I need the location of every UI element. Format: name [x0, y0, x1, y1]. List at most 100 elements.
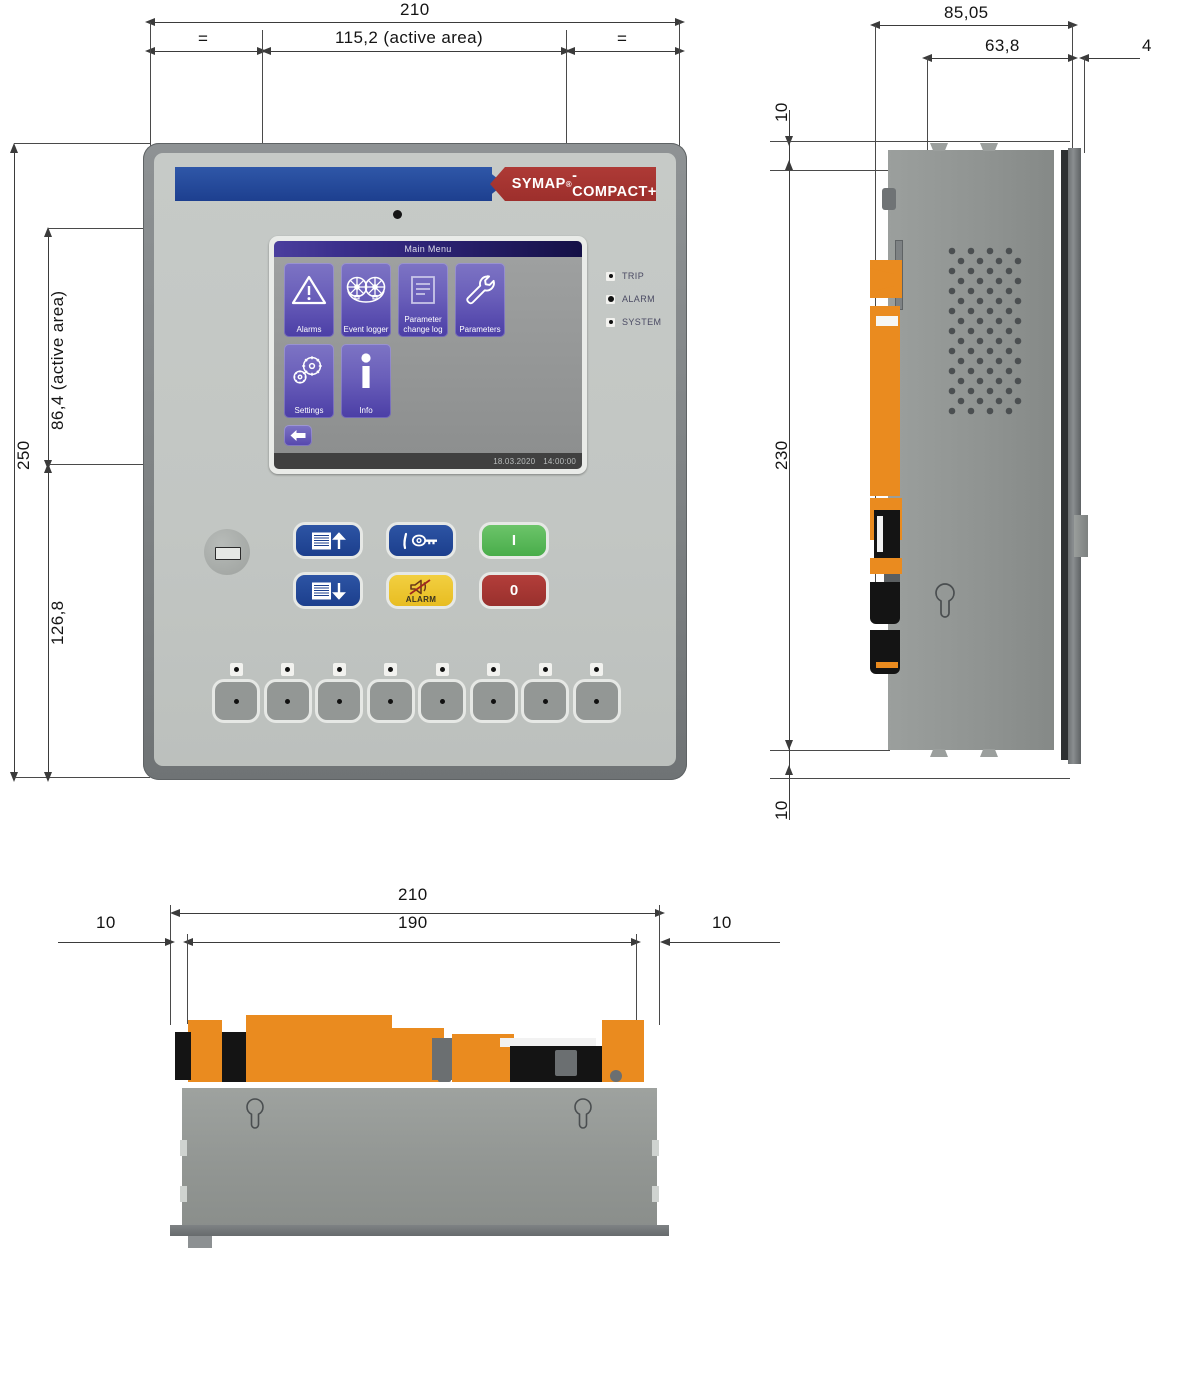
ext-side-bottom-a	[770, 750, 890, 751]
bv-label-strip	[500, 1038, 596, 1047]
function-key-2[interactable]	[266, 663, 309, 720]
function-key-pad[interactable]	[472, 682, 515, 720]
keyhole-slot-icon	[928, 580, 962, 620]
function-key-pad[interactable]	[524, 682, 566, 720]
open-breaker-button[interactable]: 0	[482, 575, 546, 606]
status-led-label: TRIP	[622, 271, 645, 281]
model-text: - COMPACT+	[572, 168, 656, 200]
ext-side-top-b	[770, 170, 890, 171]
bottom-front-rail	[170, 1225, 669, 1236]
function-key-pad[interactable]	[266, 682, 309, 720]
arrow-up-126-8	[43, 463, 52, 473]
key-access-button[interactable]	[389, 525, 453, 556]
hmi-tile-parameter-change-log[interactable]: Parameter change log	[398, 263, 448, 337]
scroll-down-button[interactable]	[296, 575, 360, 606]
dim-line-126-8	[48, 468, 49, 772]
hmi-tile-alarms[interactable]: Alarms	[284, 263, 334, 337]
ext-right-edge-front	[679, 22, 680, 152]
hmi-tile-label: Event logger	[343, 324, 389, 334]
function-key-5[interactable]	[421, 663, 463, 720]
connector-body-2	[870, 582, 900, 624]
function-key-7[interactable]	[524, 663, 566, 720]
bv-connector-1	[175, 1032, 191, 1080]
terminal-block-2	[870, 306, 900, 496]
function-key-4[interactable]	[369, 663, 412, 720]
alarm-mute-button[interactable]: ALARM	[389, 575, 453, 606]
dim-line-4	[1085, 58, 1140, 59]
hmi-title-bar: Main Menu	[274, 241, 582, 257]
status-led-label: SYSTEM	[622, 317, 662, 327]
function-key-8[interactable]	[575, 663, 618, 720]
arrow-left-210-front	[145, 17, 155, 26]
hmi-tile-label: Alarms	[296, 324, 322, 334]
arrow-left-right-10	[660, 937, 670, 946]
front-view-device: SYMAP®- COMPACT+ Main Menu Alarms	[143, 143, 687, 780]
system-led-icon	[606, 317, 615, 327]
arrow-up-side-bottom-10	[784, 765, 793, 775]
wrench-icon	[455, 268, 505, 312]
dim-side-front-plate: 4	[1142, 36, 1152, 55]
trip-led-icon	[606, 271, 615, 281]
function-key-6[interactable]	[472, 663, 515, 720]
status-led-group: TRIP ALARM SYSTEM	[606, 271, 661, 340]
function-led-icon	[590, 663, 603, 676]
function-key-pad[interactable]	[318, 682, 360, 720]
arrow-up-86-4	[43, 227, 52, 237]
hmi-tile-event-logger[interactable]: Event logger	[341, 263, 391, 337]
arrow-left-85-05	[870, 20, 880, 29]
dim-line-equal-right	[570, 51, 680, 52]
bv-terminal-1	[188, 1020, 222, 1082]
hmi-status-bar: 18.03.2020 14:00:00	[274, 453, 582, 469]
key-icon	[403, 532, 437, 549]
back-arrow-icon[interactable]	[284, 425, 312, 446]
ventilation-grid-icon	[946, 245, 1026, 420]
function-key-pad[interactable]	[215, 682, 257, 720]
dim-line-86-4	[48, 232, 49, 460]
function-key-pad[interactable]	[575, 682, 618, 720]
arrow-right-210-front	[675, 17, 685, 26]
status-led-alarm: ALARM	[606, 294, 661, 304]
function-key-pad[interactable]	[369, 682, 412, 720]
arrow-left-63-8	[922, 53, 932, 62]
function-led-icon	[435, 663, 449, 676]
bv-connector-2	[222, 1032, 246, 1082]
ext-side-top-a	[770, 141, 1070, 142]
usb-port-icon[interactable]	[204, 529, 250, 575]
warning-triangle-icon	[284, 268, 334, 312]
list-up-arrow-icon	[312, 531, 346, 549]
ext-side-bottom-b	[770, 778, 1070, 779]
function-led-icon	[281, 663, 294, 676]
hmi-tile-row-2: Settings Info	[284, 344, 582, 418]
scroll-up-button[interactable]	[296, 525, 360, 556]
side-lug-top	[882, 188, 896, 210]
arrow-down-126-8	[43, 772, 52, 782]
bottom-port-stub	[188, 1236, 212, 1248]
ext-bottom-inner-left	[187, 934, 188, 1024]
function-key-1[interactable]	[215, 663, 257, 720]
function-key-3[interactable]	[318, 663, 360, 720]
dim-line-85-05	[875, 25, 1073, 26]
hmi-display-frame: Main Menu Alarms	[269, 236, 587, 474]
hmi-tile-settings[interactable]: Settings	[284, 344, 334, 418]
function-key-pad[interactable]	[421, 682, 463, 720]
bv-boss-4	[610, 1070, 622, 1082]
dim-front-overall-height: 250	[14, 440, 33, 470]
hmi-status-time: 14:00:00	[543, 456, 576, 466]
ext-bottom-outer-right	[659, 905, 660, 1025]
hmi-tile-info[interactable]: Info	[341, 344, 391, 418]
hmi-tile-row-1: Alarms	[284, 263, 582, 337]
hmi-menu-grid: Alarms	[274, 257, 582, 453]
side-tab-bottom-2	[980, 749, 998, 757]
device-facade: SYMAP®- COMPACT+ Main Menu Alarms	[154, 153, 676, 766]
terminal-block-4	[870, 558, 902, 574]
bv-keyhole-right-icon	[568, 1096, 598, 1132]
hmi-display[interactable]: Main Menu Alarms	[274, 241, 582, 469]
arrow-left-4	[1079, 53, 1089, 62]
bv-tab-right-1	[652, 1140, 659, 1156]
ext-active-right	[566, 30, 567, 228]
hmi-tile-parameters[interactable]: Parameters	[455, 263, 505, 337]
arrow-left-active	[261, 46, 271, 55]
dim-bottom-right-margin: 10	[712, 913, 732, 932]
dim-line-left-10	[58, 942, 170, 943]
close-breaker-button[interactable]: I	[482, 525, 546, 556]
